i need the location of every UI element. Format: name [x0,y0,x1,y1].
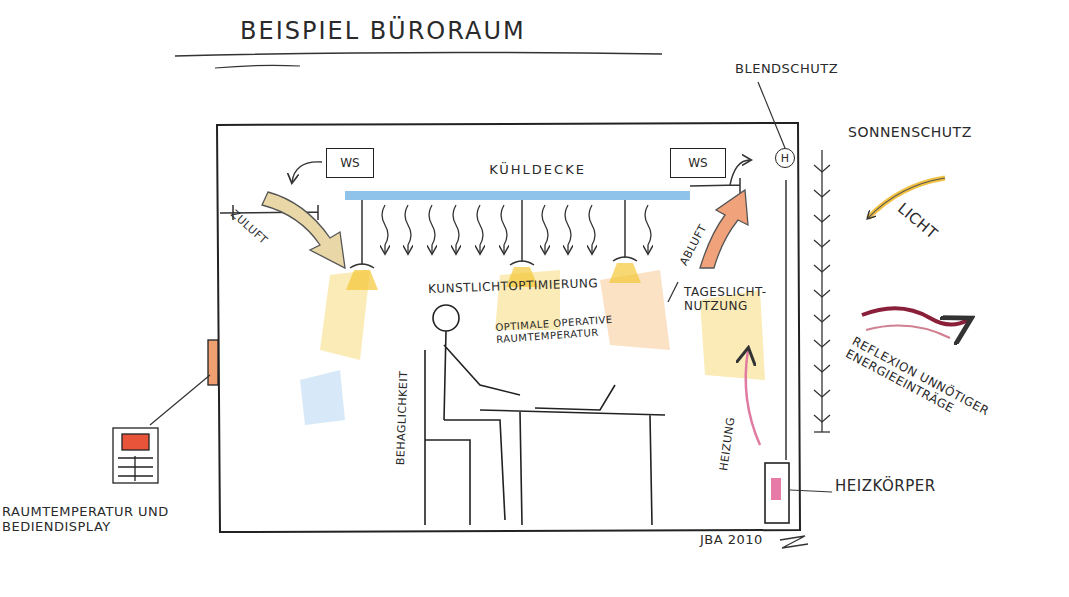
leader-line [790,490,832,492]
window-frame [785,180,787,460]
person-at-desk [425,305,665,525]
glare-motor: H [775,148,795,168]
annotation-label: HEIZUNG [718,381,743,472]
radiator [771,478,781,500]
annotation-label: RAUMTEMPERATUR UND BEDIENDISPLAY [2,505,202,535]
leader-line [150,375,210,425]
sun-shading [814,150,830,432]
node-text: H [781,152,789,165]
air-arrow [292,162,322,182]
annotation-label: KUNSTLICHTOPTIMIERUNG [428,275,668,297]
reflection-arrow [866,326,950,339]
annotation-label: BEHAGLICHKEIT [395,325,413,465]
signature-mark [780,536,808,548]
air-arrow [730,160,750,185]
display-icon [113,428,158,483]
ceiling-lamp [350,200,637,268]
title-underline [175,52,662,56]
wall-display [208,340,218,385]
cooling-ceiling: KÜHLDECKE [345,162,690,200]
annotation-label: SONNENSCHUTZ [848,124,1008,140]
annotation-label: JBA 2010 [700,533,790,548]
node-text: KÜHLDECKE [489,162,586,177]
annotation-label: ZULUFT [228,208,288,264]
reflection-arrow [862,308,968,324]
ventilation-unit: WS [326,148,374,178]
annotation-label: OPTIMALE OPERATIVE RAUMTEMPERATUR [495,311,656,345]
cooling-arrow [382,205,651,253]
leader-line [758,82,785,148]
room-outline [217,123,800,532]
annotation-label: ABLUFT [678,200,722,268]
diagram-title: BEISPIEL BÜRORAUM [240,18,660,46]
annotation-label: HEIZKÖRPER [835,478,975,495]
heating-arrow [746,350,760,445]
title-underline [215,65,300,68]
supply-air-arrow [262,192,345,268]
ventilation-unit: WS [670,148,726,178]
annotation-label: REFLEXION UNNÖTIGER ENERGIEEINTRÄGE [843,335,1015,444]
radiator [765,463,789,523]
annotation-label: LICHT [894,200,966,265]
node-text: WS [340,156,359,170]
node-text: WS [688,156,707,170]
annotation-label: TAGESLICHT-NUTZUNG [684,286,779,314]
ceiling-bracket [690,178,740,193]
annotation-label: BLENDSCHUTZ [735,62,875,77]
separator-slash [668,282,678,302]
